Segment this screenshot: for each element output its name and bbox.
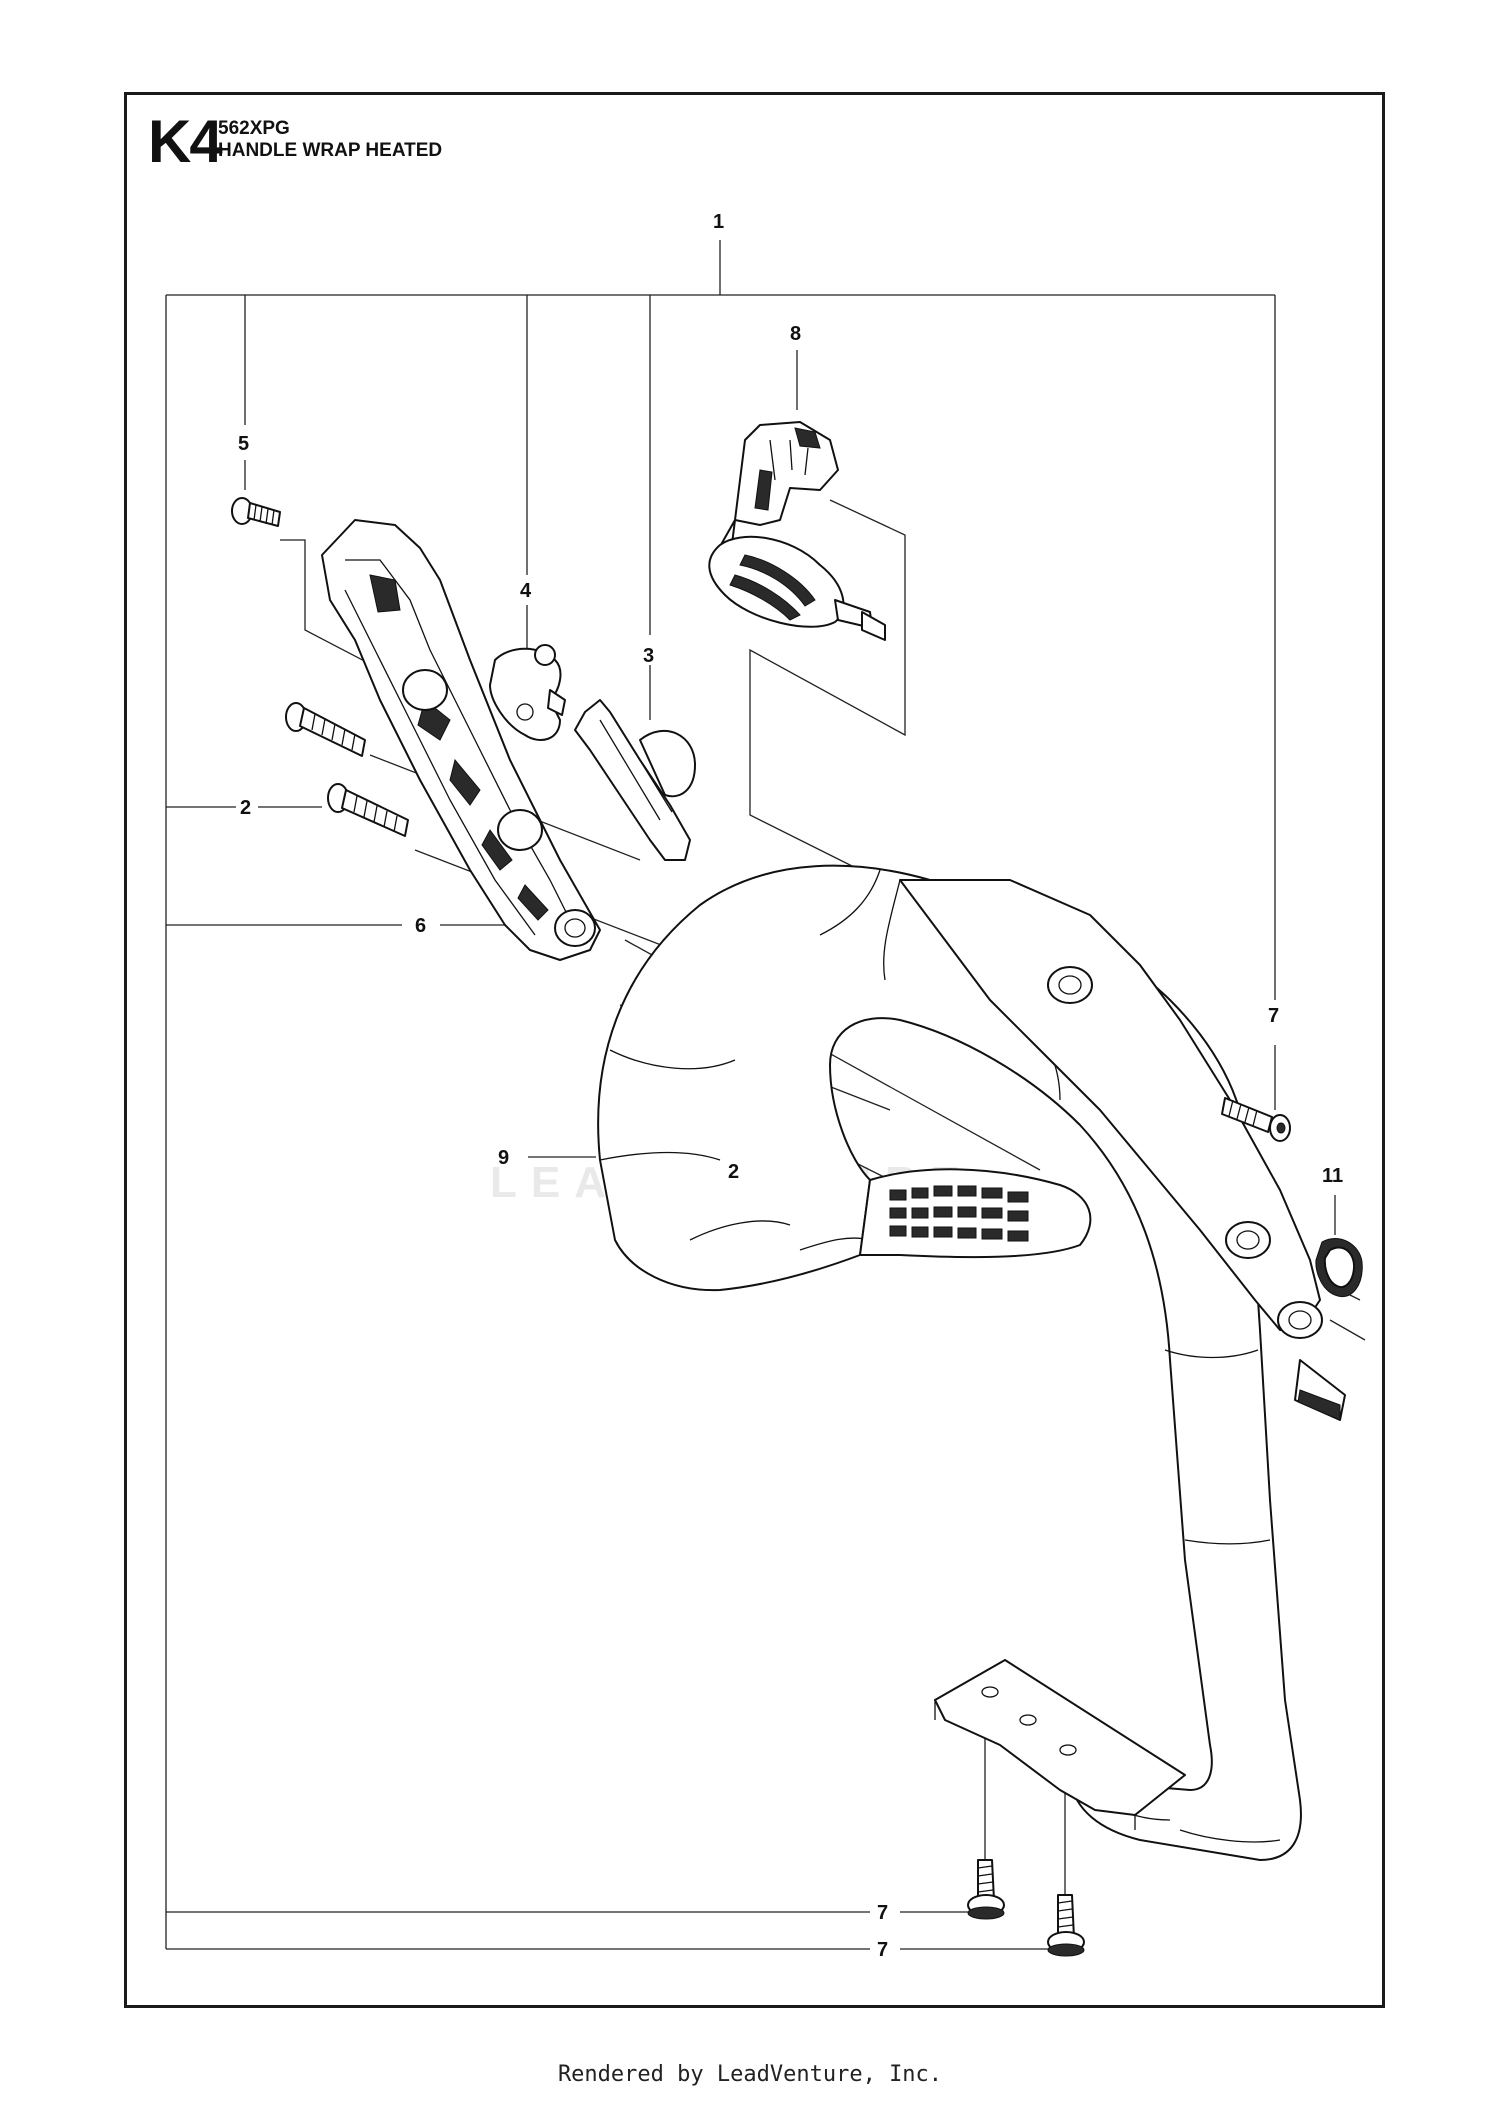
section-title: HANDLE WRAP HEATED	[218, 140, 443, 161]
callout-3: 3	[643, 645, 654, 667]
callout-9: 9	[498, 1147, 509, 1169]
bottom-mounting-plate	[934, 1659, 1186, 1830]
part-7-screw-bottom-2	[1047, 1894, 1085, 1957]
callout-2-left: 2	[240, 797, 251, 819]
part-9-front-handle	[597, 864, 1346, 1861]
section-code: K4	[148, 108, 223, 175]
part-6-handle-bracket	[321, 519, 601, 961]
callout-7-bottom-1: 7	[877, 1902, 888, 1924]
model-number: 562XPG	[218, 118, 290, 139]
callout-2-center: 2	[728, 1161, 739, 1183]
part-7-screw-right	[1221, 1097, 1291, 1142]
callout-labels: 1 8 5 4 3 2 6 7 9 2 11 7 7	[238, 211, 1343, 1961]
callout-8: 8	[790, 323, 801, 345]
callout-7-bottom-2: 7	[877, 1939, 888, 1961]
part-3-cover	[574, 699, 696, 861]
callout-4: 4	[520, 580, 532, 602]
part-8-anti-vibration-bracket	[708, 421, 886, 641]
callout-1: 1	[713, 211, 724, 233]
grip-texture	[889, 1185, 1029, 1242]
part-4-cam	[489, 644, 566, 741]
part-11-washer	[1315, 1238, 1363, 1298]
callout-11: 11	[1322, 1165, 1343, 1187]
callout-7-right: 7	[1268, 1005, 1279, 1027]
footer-credit: Rendered by LeadVenture, Inc.	[557, 2062, 943, 2087]
part-2-screw-lower	[327, 783, 409, 837]
leader-lines	[165, 240, 1366, 1950]
callout-6: 6	[415, 915, 426, 937]
callout-5: 5	[238, 433, 249, 455]
part-5-screw	[231, 497, 281, 527]
diagram-frame	[124, 92, 1385, 2008]
part-7-screw-bottom-1	[967, 1859, 1005, 1920]
part-2-screw-upper	[285, 702, 366, 757]
